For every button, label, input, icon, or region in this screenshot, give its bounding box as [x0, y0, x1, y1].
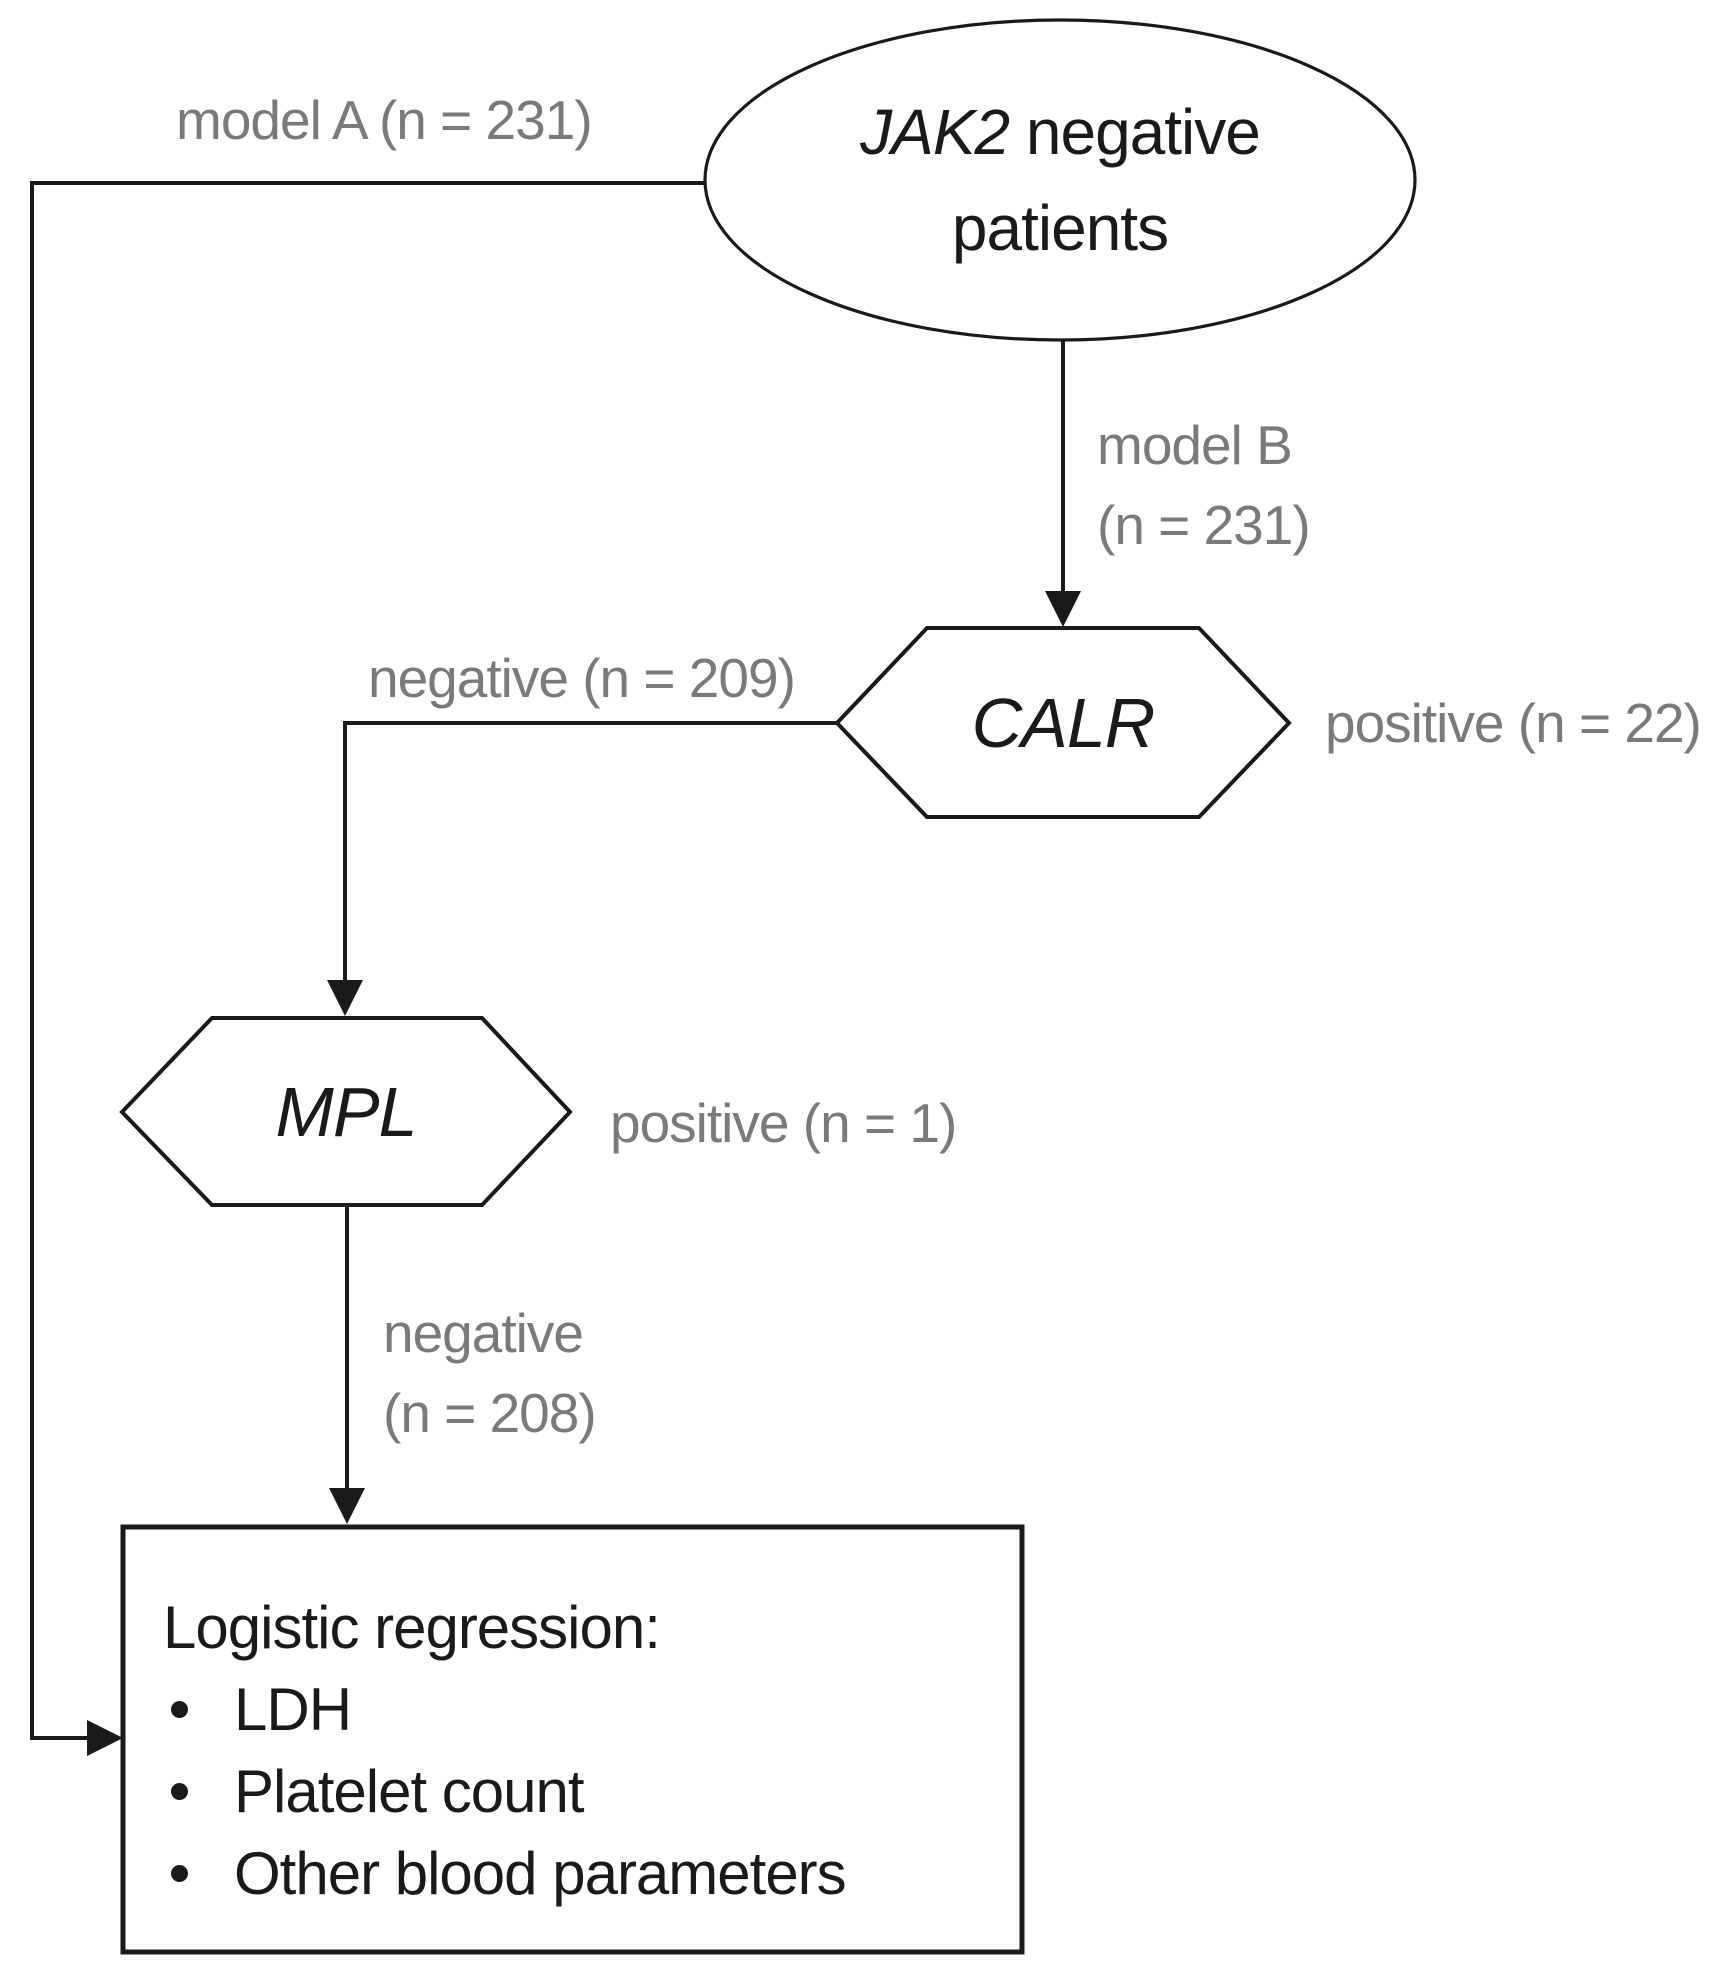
list-item: Other blood parameters	[163, 1844, 1003, 1904]
mpl-negative-label-line2: (n = 208)	[383, 1382, 597, 1444]
bullet-text: LDH	[234, 1676, 352, 1743]
model-a-connector	[30, 181, 705, 1740]
mpl-negative-arrowhead-icon	[329, 1488, 365, 1524]
list-item: LDH	[163, 1680, 1003, 1740]
calr-node-label: CALR	[971, 684, 1156, 762]
model-a-arrowhead-icon	[87, 1720, 123, 1756]
regression-title: Logistic regression:	[163, 1594, 661, 1661]
bullet-icon	[171, 1701, 188, 1718]
calr-negative-connector	[343, 721, 837, 984]
mpl-positive-label: positive (n = 1)	[610, 1092, 957, 1154]
model-b-label: model B (n = 231)	[1097, 405, 1311, 565]
mpl-node-label: MPL	[275, 1073, 418, 1151]
list-item: Platelet count	[163, 1762, 1003, 1822]
calr-hexagon	[834, 626, 1292, 819]
mpl-negative-label-line1: negative	[383, 1302, 584, 1364]
model-b-label-line1: model B	[1097, 414, 1293, 476]
regression-box-content: Logistic regression: LDH Platelet count …	[163, 1598, 1003, 1904]
model-a-label: model A (n = 231)	[176, 89, 593, 151]
start-node-line2: patients	[951, 192, 1169, 264]
model-b-label-line2: (n = 231)	[1097, 494, 1311, 556]
bullet-text: Platelet count	[234, 1758, 585, 1825]
calr-negative-label: negative (n = 209)	[368, 647, 796, 709]
mpl-negative-label: negative (n = 208)	[383, 1293, 597, 1453]
calr-negative-arrowhead-icon	[327, 980, 363, 1016]
calr-positive-label: positive (n = 22)	[1325, 692, 1702, 754]
start-node-line1-rest: negative	[1025, 96, 1261, 168]
bullet-icon	[171, 1865, 188, 1882]
bullet-icon	[171, 1783, 188, 1800]
bullet-text: Other blood parameters	[234, 1840, 847, 1907]
model-b-arrowhead-icon	[1045, 591, 1081, 627]
start-ellipse	[703, 18, 1417, 342]
gene-name: JAK2	[860, 96, 1010, 168]
regression-box	[120, 1524, 1025, 1955]
start-node-line1: JAK2 negative	[860, 84, 1261, 180]
start-node-label: JAK2 negative patients	[705, 25, 1415, 335]
mpl-hexagon	[119, 1016, 573, 1207]
